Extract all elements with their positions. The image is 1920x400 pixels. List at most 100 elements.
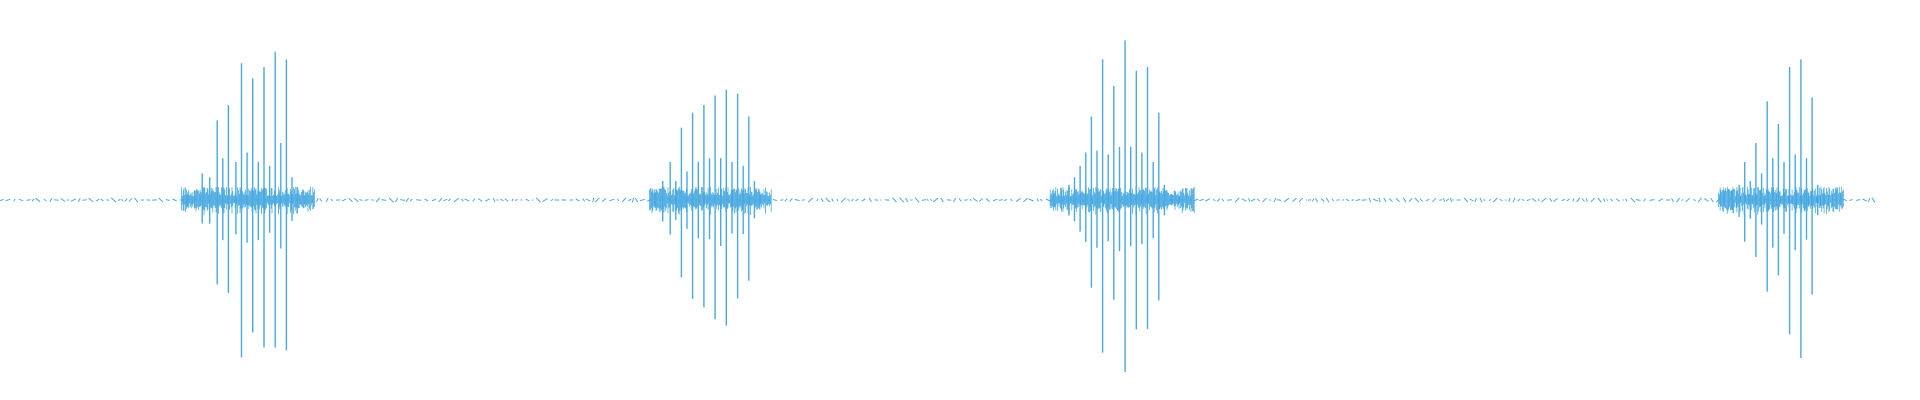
- baseline-segment: [0, 198, 4, 202]
- baseline-segment: [1419, 198, 1423, 202]
- baseline-segment: [128, 198, 133, 202]
- baseline-segment: [1004, 199, 1007, 201]
- baseline-segment: [375, 197, 380, 203]
- baseline-segment: [472, 198, 476, 202]
- baseline-segment: [1015, 197, 1021, 203]
- baseline-segment: [1250, 198, 1256, 202]
- baseline-segment: [794, 199, 800, 201]
- baseline-segment: [910, 199, 913, 201]
- baseline-segment: [978, 198, 983, 202]
- baseline-segment: [905, 197, 909, 203]
- waveform-burst: [181, 51, 315, 358]
- baseline-segment: [1531, 198, 1537, 202]
- baseline-segment: [117, 198, 121, 202]
- baseline-segment: [1217, 198, 1221, 202]
- baseline-segment: [88, 197, 94, 203]
- baseline-segment: [330, 198, 334, 202]
- baseline-segment: [100, 198, 104, 202]
- baseline-segment: [348, 197, 353, 203]
- baseline-segment: [1355, 199, 1361, 201]
- baseline-segment: [1549, 198, 1553, 202]
- baseline-segment: [409, 198, 413, 202]
- baseline-segment: [1432, 197, 1437, 203]
- baseline-segment: [1649, 199, 1655, 201]
- baseline-segment: [1345, 198, 1350, 202]
- baseline-segment: [26, 199, 31, 201]
- baseline-segment: [1610, 198, 1614, 202]
- baseline-segment: [851, 198, 854, 202]
- baseline-segment: [801, 199, 805, 201]
- baseline-segment: [1474, 197, 1477, 203]
- baseline-segment: [1311, 198, 1315, 202]
- baseline-segment: [1256, 198, 1260, 202]
- baseline-segment: [1342, 199, 1345, 201]
- baseline-segment: [124, 198, 128, 202]
- baseline-segment: [158, 197, 164, 203]
- baseline-segment: [13, 198, 16, 202]
- baseline-segment: [1010, 198, 1013, 202]
- baseline-segment: [110, 197, 117, 203]
- baseline-segment: [772, 198, 778, 202]
- baseline-segment: [1521, 198, 1525, 202]
- baseline-segment: [940, 197, 944, 203]
- baseline-segment: [639, 198, 645, 202]
- baseline-segment: [1517, 198, 1521, 202]
- baseline-segment: [121, 198, 124, 202]
- baseline-segment: [972, 198, 978, 202]
- baseline-segment: [485, 198, 490, 202]
- baseline-segment: [1248, 198, 1251, 202]
- baseline-segment: [394, 197, 399, 203]
- baseline-segment: [1028, 198, 1034, 202]
- baseline-segment: [359, 198, 363, 202]
- baseline-segment: [54, 199, 59, 201]
- baseline-segment: [1855, 199, 1861, 201]
- baseline-segment: [431, 198, 437, 202]
- baseline-segment: [1383, 197, 1387, 203]
- baseline-segment: [1630, 197, 1636, 203]
- baseline-segment: [400, 199, 406, 201]
- baseline-segment: [492, 197, 496, 203]
- baseline-segment: [95, 198, 100, 202]
- baseline-segment: [1262, 197, 1267, 203]
- baseline-segment: [1671, 197, 1674, 203]
- baseline-segment: [1292, 197, 1297, 203]
- baseline-segment: [1488, 198, 1492, 202]
- baseline-segment: [575, 198, 580, 202]
- baseline-segment: [381, 199, 387, 201]
- baseline-segment: [1526, 198, 1531, 202]
- baseline-segment: [35, 197, 41, 203]
- baseline-segment: [1414, 197, 1420, 203]
- baseline-segment: [1351, 199, 1354, 201]
- baseline-segment: [1508, 198, 1511, 202]
- baseline-segment: [992, 198, 998, 202]
- baseline-segment: [542, 198, 548, 202]
- baseline-segment: [1658, 198, 1664, 202]
- baseline-segment: [969, 198, 972, 202]
- baseline-segment: [1221, 198, 1225, 202]
- baseline-segment: [825, 197, 831, 203]
- baseline-segment: [932, 197, 939, 203]
- baseline-segment: [1635, 199, 1641, 201]
- baseline-segment: [1320, 198, 1325, 202]
- baseline-segment: [609, 198, 615, 202]
- baseline-segment: [807, 197, 814, 203]
- baseline-segment: [1445, 198, 1450, 202]
- baseline-segment: [1499, 198, 1503, 202]
- baseline-segment: [631, 197, 635, 203]
- baseline-segment: [582, 198, 586, 202]
- baseline-segment: [165, 199, 170, 201]
- baseline-segment: [371, 199, 374, 201]
- baseline-segment: [1212, 199, 1216, 201]
- baseline-segment: [930, 198, 933, 202]
- baseline-segment: [1602, 198, 1606, 202]
- baseline-segment: [1045, 198, 1051, 202]
- baseline-segment: [1862, 198, 1867, 202]
- baseline-segment: [511, 198, 514, 202]
- baseline-segment: [448, 198, 451, 202]
- baseline-segment: [1843, 198, 1848, 202]
- baseline-segment: [1597, 197, 1602, 203]
- baseline-segment: [914, 197, 920, 203]
- baseline-segment: [319, 198, 323, 202]
- baseline-segment: [1585, 198, 1588, 202]
- baseline-segment: [1442, 198, 1446, 202]
